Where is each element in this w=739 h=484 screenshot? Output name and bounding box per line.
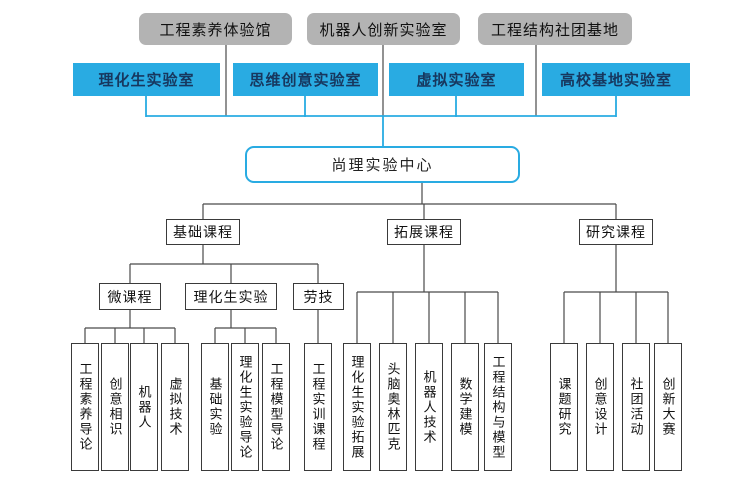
leaf-label: 工程结构与模型 [490,354,506,460]
leaf-box-engineering-model-intro: 工程模型导论 [262,343,290,471]
venue-box-robot-innovation-lab: 机器人创新实验室 [307,13,460,45]
subcourse-box-physics-chem-bio-experiment: 理化生实验 [185,283,277,310]
center-box-shangli-experiment-center: 尚理实验中心 [245,146,520,183]
leaf-box-club-activities: 社团活动 [622,343,650,471]
leaf-box-creative-design: 创意设计 [586,343,614,471]
leaf-box-robot-technology: 机器人技术 [415,343,443,471]
venue-box-structure-club-base: 工程结构社团基地 [478,13,632,45]
venue-label: 工程素养体验馆 [159,22,272,39]
leaf-label: 理化生实验拓展 [349,354,365,460]
subcourse-label: 微课程 [107,290,153,306]
lab-label: 高校基地实验室 [559,73,672,89]
venue-label: 工程结构社团基地 [490,22,619,39]
venue-label: 机器人创新实验室 [319,22,448,39]
leaf-label: 工程模型导论 [268,362,284,452]
leaf-label: 创意设计 [592,377,608,437]
leaf-label: 机器人 [136,384,152,430]
leaf-label: 理化生实验导论 [237,354,253,460]
lab-box-creative-thinking: 思维创意实验室 [233,63,378,96]
leaf-label: 虚拟技术 [167,377,183,437]
leaf-box-basic-experiment: 基础实验 [201,343,229,471]
leaf-box-pcb-experiment-intro: 理化生实验导论 [231,343,259,471]
subcourse-label: 劳技 [303,290,334,306]
leaf-box-innovation-competition: 创新大赛 [654,343,682,471]
course-box-extension: 拓展课程 [387,219,461,245]
leaf-box-creative-knowledge: 创意相识 [101,343,129,471]
course-label: 基础课程 [173,226,233,241]
leaf-label: 工程实训课程 [310,362,326,452]
lab-label: 思维创意实验室 [249,73,362,89]
lab-box-physics-chem-bio: 理化生实验室 [73,63,220,96]
course-box-basic: 基础课程 [166,219,240,245]
leaf-box-pcb-experiment-extension: 理化生实验拓展 [343,343,371,471]
subcourse-box-micro-course: 微课程 [99,283,161,310]
course-label: 研究课程 [586,226,646,241]
leaf-box-engineering-training-course: 工程实训课程 [304,343,332,471]
subcourse-label: 理化生实验 [193,290,269,306]
lab-box-university-base: 高校基地实验室 [542,63,690,96]
leaf-label: 创意相识 [107,377,123,437]
leaf-label: 数学建模 [457,377,473,437]
lab-label: 虚拟实验室 [416,73,497,89]
course-label: 拓展课程 [394,226,454,241]
leaf-label: 头脑奥林匹克 [385,362,401,452]
leaf-label: 社团活动 [628,377,644,437]
course-box-research: 研究课程 [579,219,653,245]
center-label: 尚理实验中心 [331,158,434,174]
subcourse-box-labor-skills: 劳技 [293,283,344,310]
leaf-box-structure-and-model: 工程结构与模型 [484,343,512,471]
leaf-box-engineering-literacy-intro: 工程素养导论 [71,343,99,471]
leaf-box-robot: 机器人 [130,343,158,471]
leaf-box-math-modeling: 数学建模 [451,343,479,471]
leaf-box-odyssey-of-mind: 头脑奥林匹克 [379,343,407,471]
leaf-label: 工程素养导论 [77,362,93,452]
leaf-label: 机器人技术 [421,369,437,445]
lab-box-virtual: 虚拟实验室 [389,63,524,96]
leaf-label: 基础实验 [207,377,223,437]
leaf-box-topic-research: 课题研究 [550,343,578,471]
leaf-label: 创新大赛 [660,377,676,437]
venue-box-engineering-literacy-hall: 工程素养体验馆 [139,13,292,45]
leaf-box-virtual-technology: 虚拟技术 [161,343,189,471]
leaf-label: 课题研究 [556,377,572,437]
lab-label: 理化生实验室 [98,73,195,89]
